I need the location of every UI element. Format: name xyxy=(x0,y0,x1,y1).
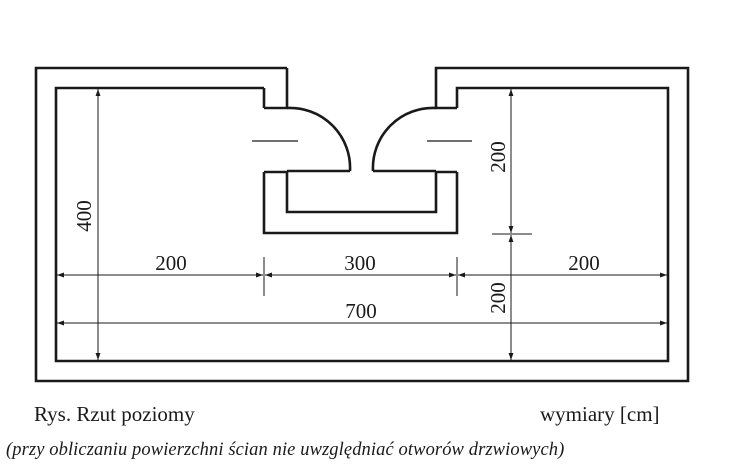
left-door-jamb xyxy=(264,88,289,110)
label-right-width: 200 xyxy=(568,251,600,275)
figure-title: Rys. Rzut poziomy xyxy=(34,402,195,426)
label-right-lower: 200 xyxy=(486,282,510,314)
outer-wall-outline xyxy=(34,66,690,383)
label-middle-width: 300 xyxy=(344,251,376,275)
right-door-swing-icon xyxy=(371,106,437,172)
floor-plan-drawing: 400 200 300 200 700 200 200 xyxy=(34,66,690,383)
label-left-width: 200 xyxy=(155,251,187,275)
corridor-inner-wall xyxy=(285,172,438,214)
units-label: wymiary [cm] xyxy=(540,402,660,426)
inner-wall-outline xyxy=(54,86,670,363)
walls xyxy=(34,66,690,383)
label-total-width: 700 xyxy=(345,299,377,323)
left-door-swing-icon xyxy=(286,106,352,172)
right-door-jamb xyxy=(434,88,457,110)
corridor-outer-wall xyxy=(262,172,459,235)
label-left-height: 400 xyxy=(72,200,96,232)
dimension-labels: 400 200 300 200 700 200 200 xyxy=(72,141,600,323)
dimension-lines xyxy=(57,89,667,360)
figure-note: (przy obliczaniu powierzchni ścian nie u… xyxy=(6,440,565,460)
label-right-upper: 200 xyxy=(486,141,510,173)
doors xyxy=(286,106,437,173)
